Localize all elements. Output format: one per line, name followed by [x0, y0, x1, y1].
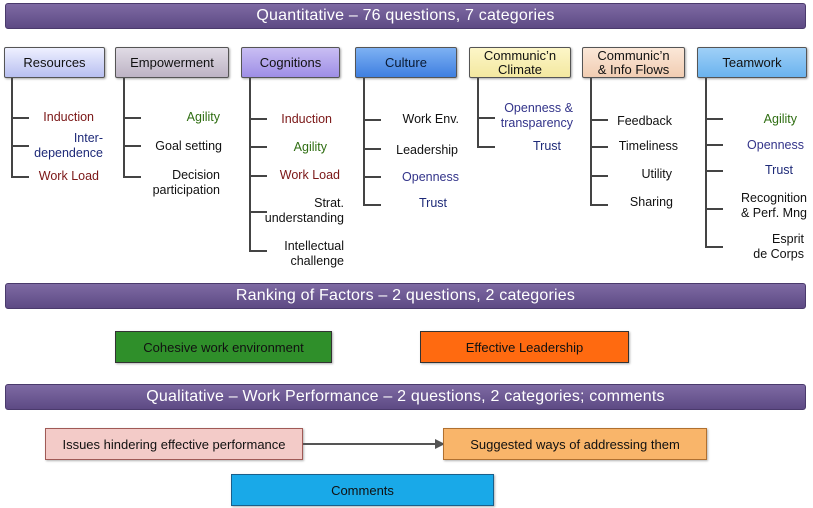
connector-resources-branch — [11, 176, 29, 178]
item-teamwork-trust: Trust — [764, 163, 793, 177]
item-cognitions-agility: Agility — [293, 140, 327, 154]
item-flows-feedback: Feedback — [617, 114, 672, 128]
item-resources-workload: Work Load — [38, 169, 99, 183]
connector-resources-branch — [11, 145, 29, 147]
connector-resources-branch — [11, 117, 29, 119]
category-empowerment: Empowerment — [115, 47, 229, 78]
item-climate-openness-transparency: Openness & transparency — [500, 101, 573, 130]
item-cognitions-intellectual-challenge: Intellectual challenge — [284, 239, 344, 268]
connector-communication-info-flows-branch — [590, 146, 608, 148]
connector-cognitions-branch — [249, 250, 267, 252]
item-resources-interdependence: Inter- dependence — [34, 131, 103, 160]
item-climate-trust: Trust — [532, 139, 561, 153]
connector-cognitions-branch — [249, 211, 267, 213]
connector-communication-climate — [477, 78, 479, 148]
connector-culture-branch — [363, 204, 381, 206]
item-cognitions-workload: Work Load — [279, 168, 340, 182]
item-teamwork-agility: Agility — [763, 112, 797, 126]
connector-cognitions-branch — [249, 175, 267, 177]
connector-communication-info-flows-branch — [590, 175, 608, 177]
item-flows-sharing: Sharing — [629, 195, 673, 209]
box-suggested-ways: Suggested ways of addressing them — [443, 428, 707, 460]
item-cognitions-induction: Induction — [281, 112, 332, 126]
connector-communication-info-flows-branch — [590, 119, 608, 121]
item-culture-trust: Trust — [418, 196, 447, 210]
connector-communication-info-flows-branch — [590, 204, 608, 206]
item-flows-utility: Utility — [641, 167, 672, 181]
connector-empowerment-branch — [123, 176, 141, 178]
category-culture: Culture — [355, 47, 457, 78]
item-empowerment-agility: Agility — [186, 110, 220, 124]
factor-effective-leadership: Effective Leadership — [420, 331, 629, 363]
item-teamwork-openness: Openness — [747, 138, 804, 152]
connector-empowerment-branch — [123, 117, 141, 119]
ranking-banner: Ranking of Factors – 2 questions, 2 cate… — [5, 283, 806, 309]
item-culture-openness: Openness — [402, 170, 459, 184]
item-resources-induction: Induction — [43, 110, 94, 124]
connector-empowerment — [123, 78, 125, 178]
item-empowerment-goal-setting: Goal setting — [155, 139, 222, 153]
connector-culture-branch — [363, 176, 381, 178]
category-teamwork: Teamwork — [697, 47, 807, 78]
connector-teamwork-branch — [705, 246, 723, 248]
box-issues-hindering-performance: Issues hindering effective performance — [45, 428, 303, 460]
factor-cohesive-work-environment: Cohesive work environment — [115, 331, 332, 363]
qualitative-banner: Qualitative – Work Performance – 2 quest… — [5, 384, 806, 410]
connector-resources — [11, 78, 13, 178]
item-cognitions-strat-understanding: Strat. understanding — [264, 196, 344, 225]
category-communication-climate: Communic’n Climate — [469, 47, 571, 78]
connector-culture-branch — [363, 148, 381, 150]
connector-teamwork-branch — [705, 208, 723, 210]
connector-culture-branch — [363, 119, 381, 121]
connector-cognitions — [249, 78, 251, 252]
category-communication-info-flows: Communic’n & Info Flows — [582, 47, 685, 78]
connector-teamwork-branch — [705, 144, 723, 146]
connector-cognitions-branch — [249, 118, 267, 120]
item-teamwork-recognition: Recognition & Perf. Mng — [740, 191, 807, 220]
item-flows-timeliness: Timeliness — [618, 139, 678, 153]
connector-cognitions-branch — [249, 146, 267, 148]
connector-teamwork-branch — [705, 118, 723, 120]
connector-teamwork-branch — [705, 170, 723, 172]
category-resources: Resources — [4, 47, 105, 78]
arrow-connector — [303, 439, 445, 449]
connector-communication-climate-branch — [477, 117, 495, 119]
item-empowerment-decision-participation: Decision participation — [152, 168, 220, 197]
connector-culture — [363, 78, 365, 206]
connector-communication-climate-branch — [477, 146, 495, 148]
quantitative-banner: Quantitative – 76 questions, 7 categorie… — [5, 3, 806, 29]
connector-empowerment-branch — [123, 145, 141, 147]
item-culture-work-env: Work Env. — [402, 112, 460, 126]
connector-teamwork — [705, 78, 707, 248]
item-culture-leadership: Leadership — [396, 143, 458, 157]
category-cognitions: Cognitions — [241, 47, 340, 78]
item-teamwork-esprit-de-corps: Esprit de Corps — [753, 232, 804, 261]
box-comments: Comments — [231, 474, 494, 506]
connector-communication-info-flows — [590, 78, 592, 206]
